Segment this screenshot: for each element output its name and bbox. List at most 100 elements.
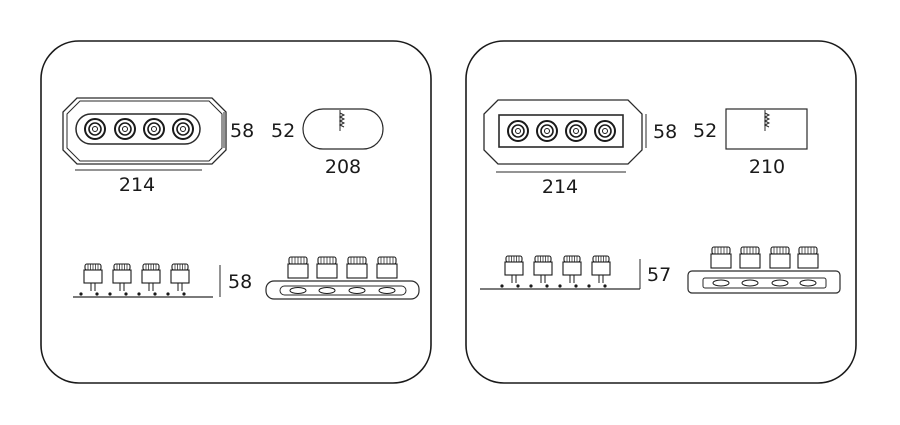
screw-dot: [153, 292, 157, 296]
plate-hole: [741, 279, 759, 287]
connector-hole: [507, 120, 529, 142]
perspective-plate: [687, 270, 841, 294]
screw-dot: [516, 284, 520, 288]
perspective-view: [687, 246, 841, 294]
connector-hole-core: [602, 128, 608, 134]
plate-hole: [318, 287, 336, 294]
panel-left: 214 58 52 208 58: [40, 40, 432, 384]
connector-holes: [507, 120, 616, 142]
screw-dot: [108, 292, 112, 296]
side-height-label: 58: [228, 271, 252, 293]
connector-hole-core: [122, 126, 128, 132]
connector-hole: [84, 118, 106, 140]
screw-dot: [574, 284, 578, 288]
side-height-label: 57: [647, 264, 671, 286]
plate-hole: [378, 287, 396, 294]
side-view: [73, 263, 213, 298]
connector-hole-inner: [511, 124, 525, 138]
front-width-label: 214: [119, 174, 155, 196]
panel-right: 214 58 52 210 57: [465, 40, 857, 384]
connector-holes: [84, 118, 194, 140]
rect-plate-outline: [483, 99, 643, 165]
screw-dot: [95, 292, 99, 296]
cutout-zigzag-mark: [763, 110, 771, 131]
connector-hole-inner: [540, 124, 554, 138]
connector-hole-core: [544, 128, 550, 134]
screw-dot: [603, 284, 607, 288]
screw-dot: [166, 292, 170, 296]
connector-hole-inner: [569, 124, 583, 138]
cut-width-label: 208: [325, 156, 361, 178]
side-knobs: [500, 255, 611, 288]
front-height-label: 58: [230, 120, 254, 142]
plate-hole: [712, 279, 730, 287]
plate-hole: [289, 287, 307, 294]
cut-height-label: 52: [271, 120, 295, 142]
connector-hole: [172, 118, 194, 140]
plate-hole: [771, 279, 789, 287]
connector-hole-core: [92, 126, 98, 132]
side-view: [480, 255, 640, 290]
front-width-label: 214: [542, 176, 578, 198]
cutout-zigzag-mark: [338, 110, 346, 131]
screw-dot: [587, 284, 591, 288]
connector-hole-inner: [176, 122, 190, 136]
knob-body: [797, 253, 819, 269]
knob-body: [141, 269, 161, 284]
screw-dot: [545, 284, 549, 288]
octagonal-plate-outline: [62, 97, 227, 165]
knob-body: [287, 263, 309, 279]
knob-body: [112, 269, 132, 284]
connector-hole-core: [573, 128, 579, 134]
connector-hole: [565, 120, 587, 142]
connector-hole-core: [515, 128, 521, 134]
plate-hole: [799, 279, 817, 287]
knob-body: [170, 269, 190, 284]
perspective-plate: [265, 280, 420, 300]
knob-body: [769, 253, 791, 269]
knob-body: [739, 253, 761, 269]
front-height-label: 58: [653, 121, 677, 143]
connector-hole-inner: [88, 122, 102, 136]
connector-hole-core: [180, 126, 186, 132]
side-knobs: [79, 263, 190, 296]
connector-hole-core: [151, 126, 157, 132]
knob-body: [591, 261, 611, 276]
connector-hole: [143, 118, 165, 140]
screw-dot: [529, 284, 533, 288]
knob-body: [83, 269, 103, 284]
knob-body: [533, 261, 553, 276]
connector-hole: [114, 118, 136, 140]
perspective-knobs: [710, 246, 819, 287]
perspective-slot: [279, 285, 407, 296]
knob-body: [562, 261, 582, 276]
panel-left-frame: [40, 40, 432, 384]
knob-body: [376, 263, 398, 279]
screw-dot: [182, 292, 186, 296]
connector-pill: [75, 113, 201, 145]
perspective-view: [265, 256, 420, 300]
screw-dot: [558, 284, 562, 288]
connector-hole-inner: [598, 124, 612, 138]
screw-dot: [124, 292, 128, 296]
octagonal-plate-inner: [66, 100, 223, 162]
screw-dot: [137, 292, 141, 296]
front-view-octagonal: [62, 97, 227, 165]
cutout-rectangle: [725, 108, 808, 150]
knob-body: [346, 263, 368, 279]
cutout-rounded-slot: [302, 108, 384, 150]
panel-right-frame: [465, 40, 857, 384]
connector-hole: [594, 120, 616, 142]
screw-dot: [500, 284, 504, 288]
plate-hole: [348, 287, 366, 294]
knob-body: [504, 261, 524, 276]
knob-body: [710, 253, 732, 269]
connector-hole: [536, 120, 558, 142]
perspective-knobs: [287, 256, 398, 294]
cut-height-label: 52: [693, 120, 717, 142]
screw-dot: [79, 292, 83, 296]
front-view-rectangular: [483, 99, 643, 165]
connector-hole-inner: [118, 122, 132, 136]
connector-hole-inner: [147, 122, 161, 136]
